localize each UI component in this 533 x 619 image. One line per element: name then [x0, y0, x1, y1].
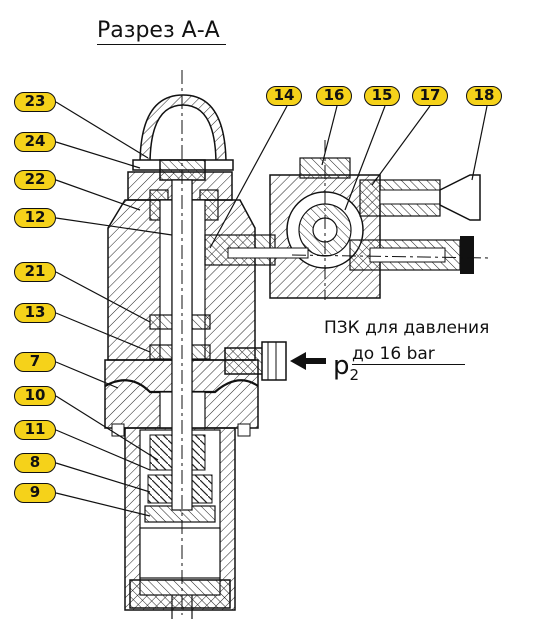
callout-13: 13	[14, 303, 56, 323]
callout-11: 11	[14, 420, 56, 440]
callout-9: 9	[14, 483, 56, 503]
callout-15: 15	[364, 86, 400, 106]
leader-lines	[55, 101, 488, 517]
callout-17: 17	[412, 86, 448, 106]
callout-10: 10	[14, 386, 56, 406]
callout-22: 22	[14, 170, 56, 190]
control-valve-block-part	[204, 140, 491, 300]
callout-7: 7	[14, 352, 56, 372]
spring-housing-part	[124, 427, 236, 611]
callout-24: 24	[14, 132, 56, 152]
callout-21: 21	[14, 262, 56, 282]
pressure-symbol: p	[333, 351, 350, 381]
callout-23: 23	[14, 92, 56, 112]
note-line-2: до 16 bar	[352, 344, 465, 365]
drawing-title: Разрез А-А	[97, 18, 226, 45]
callout-18: 18	[466, 86, 502, 106]
callout-8: 8	[14, 453, 56, 473]
cap-part	[132, 94, 234, 171]
note-line-1: ПЗК для давления	[324, 318, 490, 338]
callout-14: 14	[266, 86, 302, 106]
callout-12: 12	[14, 208, 56, 228]
callout-16: 16	[316, 86, 352, 106]
pressure-subscript: 2	[349, 366, 360, 385]
pressure-label: p2	[333, 351, 359, 384]
